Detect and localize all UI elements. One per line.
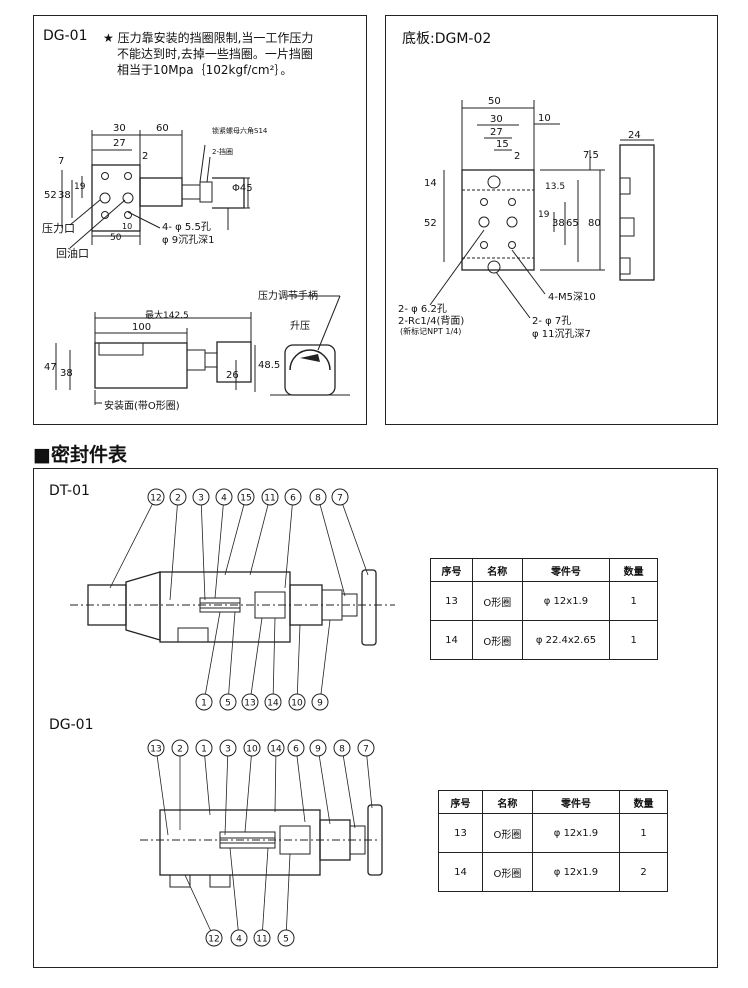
- dim-label: Φ45: [232, 183, 253, 194]
- bp-dim: 19: [538, 210, 550, 220]
- col-header-qty: 数量: [609, 558, 658, 582]
- dim-label: 26: [226, 370, 239, 381]
- dg01-note-line-3: 相当于10Mpa｛102kgf/cm²｝。: [117, 63, 293, 77]
- dim-label: 60: [156, 123, 169, 134]
- table-row: 13 O形圈 φ 12x1.9 1: [430, 581, 658, 621]
- dim-label: 38: [58, 190, 71, 201]
- cell-qty: 2: [619, 852, 668, 892]
- bp-npt-label: (新标记NPT 1/4): [400, 327, 462, 336]
- col-header-index: 序号: [430, 558, 473, 582]
- table-header-row: 序号 名称 零件号 数量: [430, 558, 658, 582]
- table-row: 14 O形圈 φ 22.4x2.65 1: [430, 620, 658, 660]
- bp-dim: 65: [566, 218, 579, 229]
- bp-dim: 15: [496, 139, 509, 150]
- bp-dim: 50: [488, 96, 501, 107]
- cell-part-no: φ 12x1.9: [531, 852, 621, 892]
- cell-index: 14: [437, 852, 484, 892]
- bp-dim: 7.5: [583, 150, 599, 161]
- cell-index: 14: [430, 620, 473, 660]
- col-header-qty: 数量: [619, 790, 668, 814]
- dim-label: 50: [110, 233, 122, 243]
- bp-dim: 13.5: [545, 182, 566, 192]
- dim-label: 19: [74, 182, 86, 192]
- dg01-bottom-model-label: DG-01: [49, 717, 94, 733]
- counterbore-label: φ 9沉孔深1: [162, 235, 215, 246]
- bp-dim: 2: [514, 151, 521, 162]
- bp-dim: 30: [490, 114, 503, 125]
- dim-label: 48.5: [258, 360, 281, 371]
- dim-label: 30: [113, 123, 126, 134]
- bp-cb11-label: φ 11沉孔深7: [532, 329, 591, 340]
- bp-dim: 24: [628, 130, 641, 141]
- bp-dim: 52: [424, 218, 437, 229]
- cell-name: O形圈: [482, 852, 533, 892]
- dim-label: 7: [58, 156, 65, 167]
- bp-dim: 14: [424, 178, 437, 189]
- table-header-row: 序号 名称 零件号 数量: [437, 790, 668, 814]
- lock-nut-label: 锁紧螺母六角S14: [212, 127, 268, 135]
- col-header-name: 名称: [471, 558, 523, 582]
- cell-name: O形圈: [482, 813, 533, 853]
- dt01-model-label: DT-01: [49, 483, 90, 499]
- holes-label: 4- φ 5.5孔: [162, 222, 211, 233]
- bp-m5-label: 4-M5深10: [548, 292, 596, 303]
- dg01-model-label: DG-01: [43, 28, 88, 44]
- bp-dim: 27: [490, 127, 503, 138]
- bp-holes7-label: 2- φ 7孔: [532, 316, 572, 327]
- col-header-part-no: 零件号: [521, 558, 611, 582]
- dgm02-base-plate-panel: [385, 15, 718, 425]
- bp-dim: 80: [588, 218, 601, 229]
- dim-label: 52: [44, 190, 57, 201]
- seal-table-section-title: ■密封件表: [33, 444, 127, 466]
- dim-label: 47: [44, 362, 57, 373]
- table-row: 13 O形圈 φ 12x1.9 1: [437, 813, 668, 853]
- dg01-dimension-panel: [33, 15, 367, 425]
- dt01-seal-table: 序号 名称 零件号 数量 13 O形圈 φ 12x1.9 1 14 O形圈 φ …: [430, 558, 658, 660]
- cell-name: O形圈: [471, 620, 523, 660]
- base-plate-title: 底板:DGM-02: [402, 31, 492, 47]
- dim-label: 2: [142, 151, 149, 162]
- dg01-seal-table: 序号 名称 零件号 数量 13 O形圈 φ 12x1.9 1 14 O形圈 φ …: [437, 790, 668, 892]
- bp-holes-label: 2- φ 6.2孔: [398, 304, 447, 315]
- col-header-name: 名称: [482, 790, 533, 814]
- pressure-port-label: 压力口: [42, 222, 75, 235]
- bp-dim: 38: [552, 218, 565, 229]
- cell-part-no: φ 22.4x2.65: [521, 620, 611, 660]
- cell-part-no: φ 12x1.9: [521, 581, 611, 621]
- retaining-ring-label: 2-挡圈: [212, 148, 233, 156]
- dim-label: 10: [122, 222, 133, 231]
- handwheel-label: 压力调节手柄: [258, 291, 318, 302]
- dg01-note-line-1: ★ 压力靠安装的挡圈限制,当一工作压力: [103, 31, 314, 45]
- mount-face-label: 安装面(带O形圈): [104, 401, 180, 412]
- cell-qty: 1: [619, 813, 668, 853]
- max-length-label: 最大142.5: [145, 311, 189, 321]
- return-port-label: 回油口: [56, 247, 89, 260]
- bp-rc-label: 2-Rc1/4(背面): [398, 316, 465, 327]
- bp-dim: 10: [538, 113, 551, 124]
- cell-qty: 1: [609, 620, 658, 660]
- col-header-index: 序号: [437, 790, 484, 814]
- dg01-note-line-2: 不能达到时,去掉一些挡圈。一片挡圈: [117, 47, 313, 61]
- cell-index: 13: [430, 581, 473, 621]
- dim-label: 27: [113, 138, 126, 149]
- table-row: 14 O形圈 φ 12x1.9 2: [437, 852, 668, 892]
- cell-index: 13: [437, 813, 484, 853]
- col-header-part-no: 零件号: [531, 790, 621, 814]
- dim-label: 38: [60, 368, 73, 379]
- raise-pressure-label: 升压: [290, 321, 310, 332]
- seal-parts-panel: [33, 468, 718, 968]
- cell-part-no: φ 12x1.9: [531, 813, 621, 853]
- cell-name: O形圈: [471, 581, 523, 621]
- cell-qty: 1: [609, 581, 658, 621]
- dim-label: 100: [132, 322, 152, 333]
